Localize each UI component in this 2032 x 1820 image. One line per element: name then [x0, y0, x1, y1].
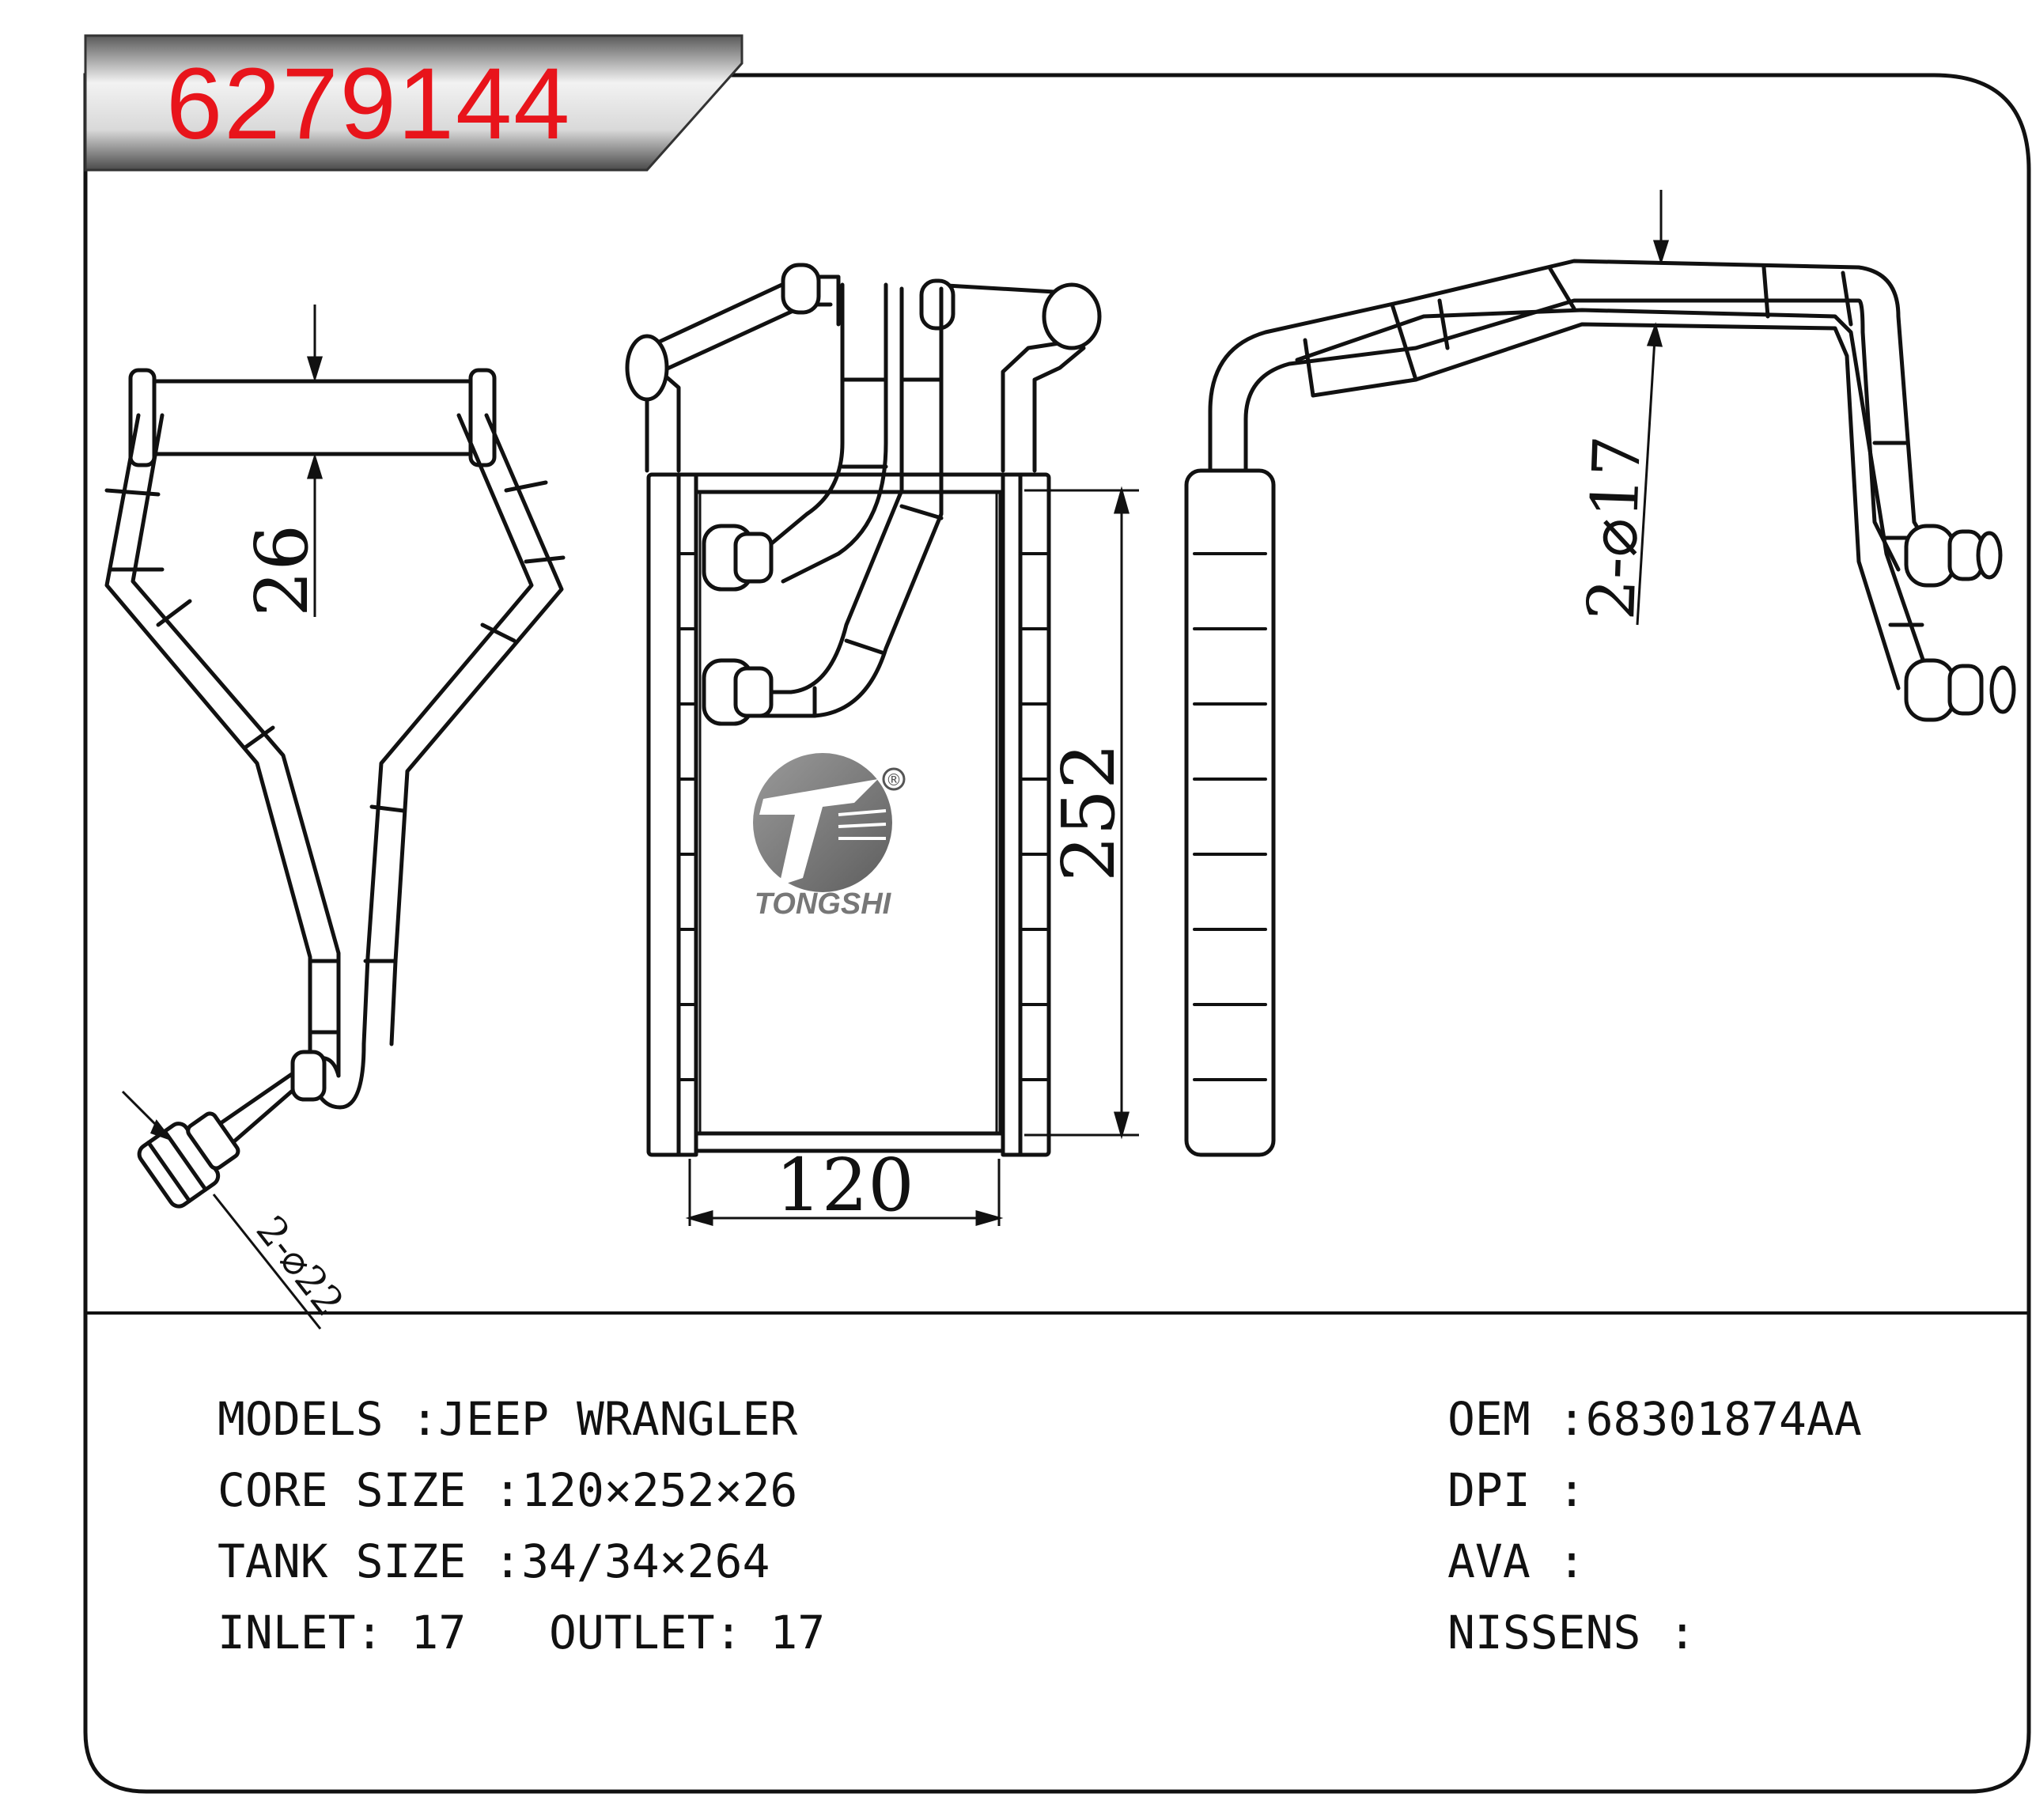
registered-mark: ® — [886, 770, 902, 789]
height-dimension — [1024, 486, 1139, 1140]
front-view-drawing — [625, 263, 1102, 1157]
spec-oem: OEM :68301874AA — [1447, 1392, 1862, 1446]
thickness-label: 26 — [240, 524, 324, 617]
spec-dpi: DPI : — [1447, 1463, 1586, 1517]
outlet-dimension-line — [1636, 190, 1670, 626]
outlet-dimension-label: 2-⌀17 — [1574, 434, 1655, 622]
frame-border — [83, 73, 2031, 1794]
inlet-dimension-label: 2-⌀22 — [248, 1208, 353, 1325]
side-view-drawing — [104, 368, 566, 1209]
spec-nissens: NISSENS : — [1447, 1606, 1697, 1659]
top-view-drawing — [1184, 259, 2016, 1157]
spec-ava: AVA : — [1447, 1534, 1586, 1588]
part-number-banner — [84, 34, 744, 172]
spec-inlet-outlet: INLET: 17 OUTLET: 17 — [218, 1606, 826, 1659]
spec-models: MODELS :JEEP WRANGLER — [218, 1392, 798, 1446]
logo-brand: TONGSHI — [755, 887, 892, 921]
thickness-dimension — [306, 305, 324, 617]
tongshi-logo: ® TONGSHI — [753, 753, 906, 921]
inlet-dimension-line — [121, 1090, 322, 1330]
width-dimension — [685, 1159, 1004, 1226]
spec-tank-size: TANK SIZE :34/34×264 — [218, 1534, 770, 1588]
width-label: 120 — [775, 1143, 914, 1228]
part-number: 6279144 — [166, 47, 572, 161]
spec-core-size: CORE SIZE :120×252×26 — [218, 1463, 798, 1517]
height-label: 252 — [1046, 743, 1131, 882]
